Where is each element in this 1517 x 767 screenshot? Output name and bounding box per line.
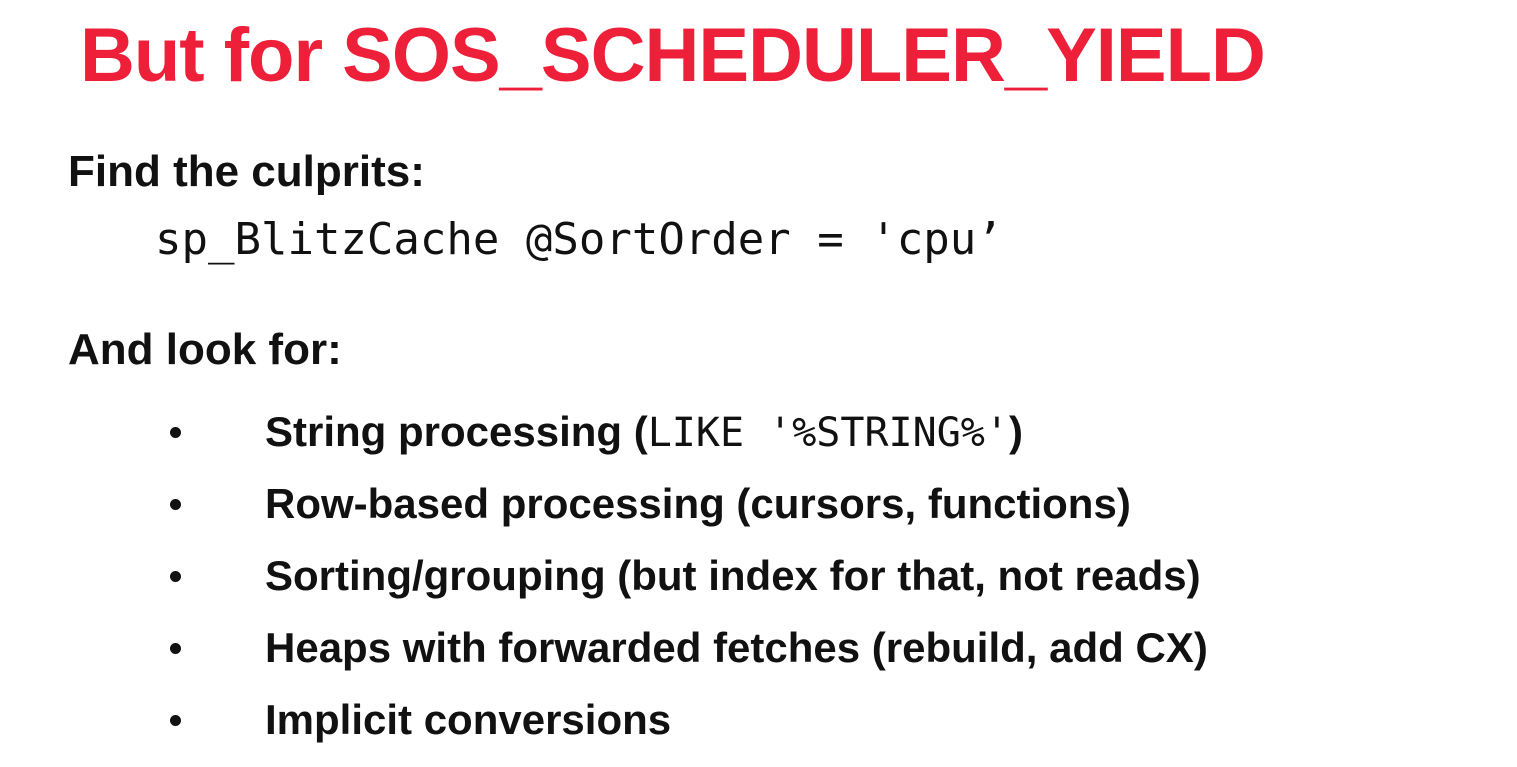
bullet-dot-icon — [170, 570, 181, 582]
bullet-text: String processing (LIKE '%STRING%') — [265, 408, 1023, 456]
code-snippet: sp_BlitzCache @SortOrder = 'cpu’ — [155, 214, 1003, 265]
slide-title: But for SOS_SCHEDULER_YIELD — [80, 13, 1266, 98]
bullet-text-pre: String processing ( — [265, 408, 648, 455]
list-item: Implicit conversions — [170, 684, 1208, 756]
bullet-dot-icon — [170, 426, 181, 438]
bullet-dot-icon — [170, 714, 181, 726]
bullet-list: String processing (LIKE '%STRING%') Row-… — [170, 396, 1208, 756]
list-item: Sorting/grouping (but index for that, no… — [170, 540, 1208, 612]
find-culprits-heading: Find the culprits: — [68, 147, 425, 196]
bullet-text-post: ) — [1008, 408, 1023, 455]
bullet-dot-icon — [170, 642, 181, 654]
look-for-heading: And look for: — [68, 325, 342, 374]
list-item: Heaps with forwarded fetches (rebuild, a… — [170, 612, 1208, 684]
bullet-text: Heaps with forwarded fetches (rebuild, a… — [265, 624, 1208, 671]
bullet-dot-icon — [170, 498, 181, 510]
bullet-code: LIKE '%STRING%' — [647, 410, 1009, 456]
bullet-text: Implicit conversions — [265, 696, 672, 743]
list-item: Row-based processing (cursors, functions… — [170, 468, 1208, 540]
list-item: String processing (LIKE '%STRING%') — [170, 396, 1208, 468]
bullet-text: Sorting/grouping (but index for that, no… — [265, 552, 1201, 599]
bullet-text: Row-based processing (cursors, functions… — [265, 480, 1131, 527]
